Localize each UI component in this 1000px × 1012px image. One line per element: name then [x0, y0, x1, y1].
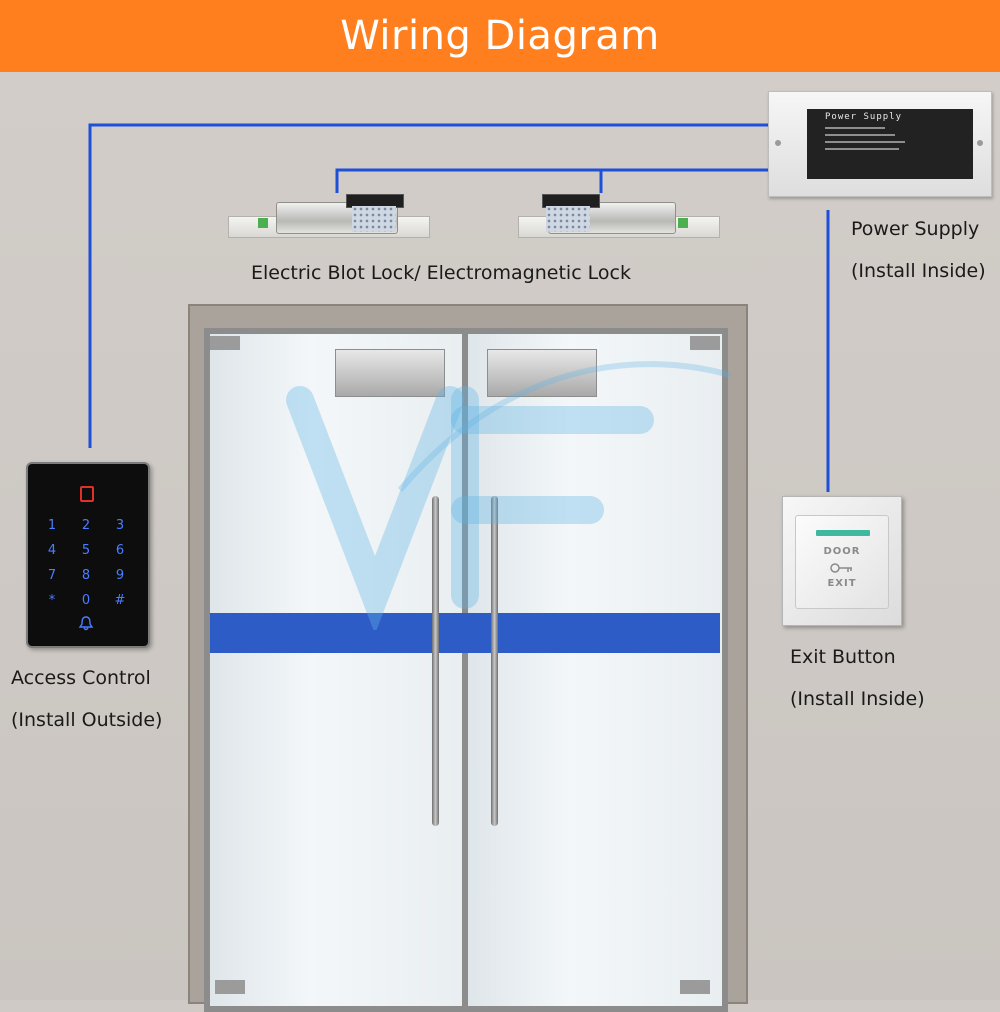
terminal-icon — [678, 218, 688, 228]
keypad-key: 0 — [81, 593, 91, 608]
lock-armature-left — [335, 349, 445, 397]
access-control-install-note: (Install Outside) — [11, 709, 163, 731]
wire-lock-left — [335, 168, 770, 193]
lock-right — [518, 192, 720, 244]
diagram-title: Wiring Diagram — [340, 13, 660, 59]
bell-icon — [78, 616, 94, 631]
keypad-key: 6 — [115, 543, 125, 558]
lock-vent — [546, 206, 590, 232]
lock-vent — [352, 206, 396, 232]
power-supply-panel: Power Supply — [807, 109, 973, 179]
spec-line — [825, 127, 885, 129]
screw-icon — [977, 140, 983, 146]
power-supply-panel-heading: Power Supply — [825, 112, 903, 122]
screw-icon — [775, 140, 781, 146]
exit-button-caption: Exit Button (Install Inside) — [790, 636, 925, 720]
door-left — [204, 328, 470, 1012]
power-supply-caption: Power Supply (Install Inside) — [851, 208, 986, 292]
hinge-top-left — [210, 336, 240, 350]
status-led-icon — [80, 486, 94, 502]
keypad-key: 8 — [81, 568, 91, 583]
exit-button-face: DOOR EXIT — [795, 515, 889, 609]
exit-indicator-bar — [816, 530, 870, 536]
keypad-key: 9 — [115, 568, 125, 583]
key-icon — [830, 563, 852, 573]
door-right — [462, 328, 728, 1012]
title-banner: Wiring Diagram — [0, 0, 1000, 72]
keypad-key: 1 — [47, 518, 57, 533]
access-control-keypad: 1 2 3 4 5 6 7 8 9 * 0 # — [26, 462, 150, 648]
lock-armature-right — [487, 349, 597, 397]
exit-button-word-exit: EXIT — [827, 578, 857, 589]
keypad-key: 7 — [47, 568, 57, 583]
access-control-caption: Access Control (Install Outside) — [11, 657, 162, 741]
keypad-key: 3 — [115, 518, 125, 533]
door-handle-left — [432, 496, 439, 826]
spec-line — [825, 141, 905, 143]
spec-line — [825, 134, 895, 136]
hinge-bottom-right — [680, 980, 710, 994]
keypad-key: 5 — [81, 543, 91, 558]
keypad-key: # — [114, 593, 126, 608]
hinge-top-right — [690, 336, 720, 350]
exit-button-install-note: (Install Inside) — [790, 688, 925, 710]
exit-button-label: Exit Button — [790, 646, 896, 668]
wire-access-control — [88, 123, 770, 448]
terminal-icon — [258, 218, 268, 228]
hinge-bottom-left — [215, 980, 245, 994]
power-supply-label: Power Supply — [851, 218, 980, 240]
power-supply-unit: Power Supply — [768, 91, 992, 197]
lock-caption: Electric Blot Lock/ Electromagnetic Lock — [251, 262, 632, 284]
door-handle-right — [491, 496, 498, 826]
exit-button-device: DOOR EXIT — [782, 496, 902, 626]
spec-line — [825, 148, 899, 150]
keypad-key: 2 — [81, 518, 91, 533]
watermark-logo — [286, 361, 731, 630]
exit-button-word-door: DOOR — [823, 546, 861, 557]
door-stripe — [210, 613, 720, 653]
lock-left — [228, 192, 430, 244]
access-control-label: Access Control — [11, 667, 151, 689]
power-supply-install-note: (Install Inside) — [851, 260, 986, 282]
keypad-key: 4 — [47, 543, 57, 558]
keypad-key: * — [48, 593, 56, 608]
